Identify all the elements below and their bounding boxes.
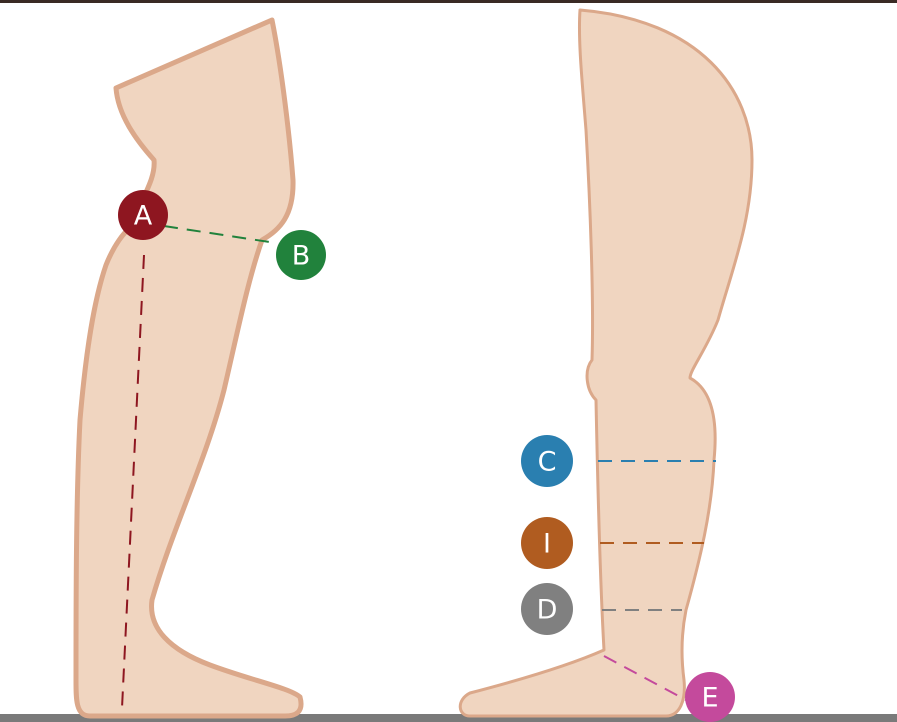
marker-d-label: D <box>537 595 558 626</box>
marker-d: D <box>521 583 573 635</box>
marker-c-label: C <box>538 447 557 478</box>
marker-c: C <box>521 435 573 487</box>
marker-i-label: I <box>543 529 551 560</box>
marker-i: I <box>521 517 573 569</box>
top-border <box>0 0 897 3</box>
marker-b: B <box>276 230 326 280</box>
marker-a-label: A <box>134 201 153 232</box>
left-leg <box>76 20 301 716</box>
marker-e-label: E <box>701 683 718 714</box>
marker-b-label: B <box>292 241 311 272</box>
marker-a: A <box>118 190 168 240</box>
marker-e: E <box>685 672 735 722</box>
